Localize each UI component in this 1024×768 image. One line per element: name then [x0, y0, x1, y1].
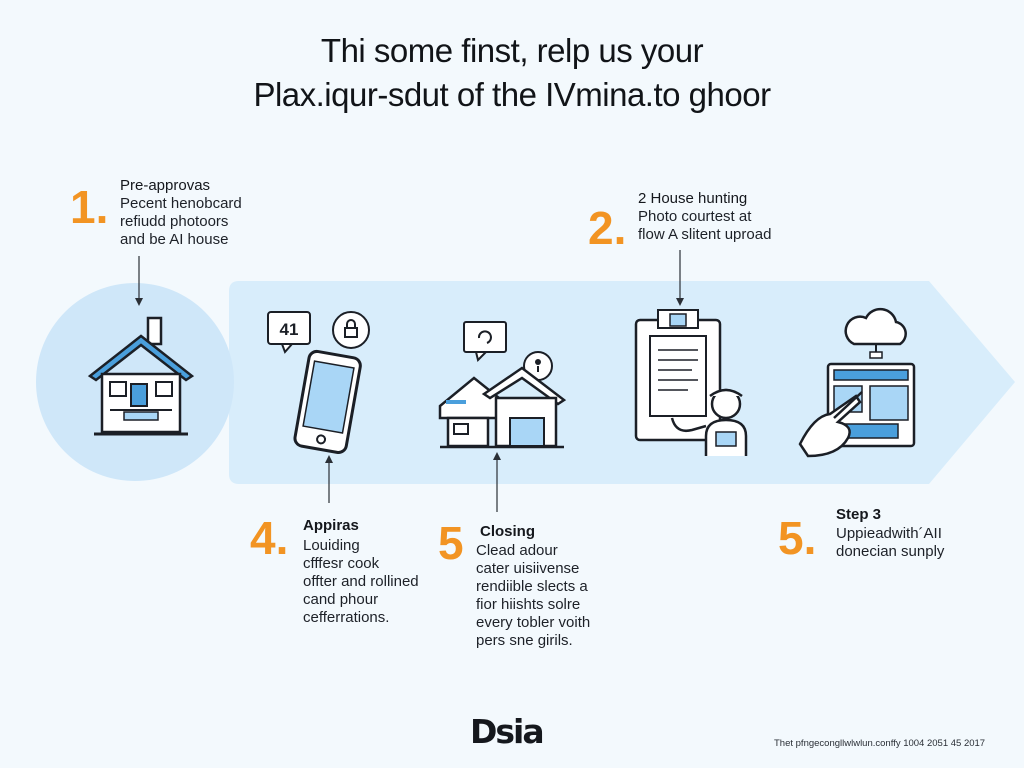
house-icon	[87, 316, 195, 436]
step-5-closing-line: fior hiishts solre	[476, 596, 581, 613]
step-4-line: Louiding	[303, 537, 360, 554]
step-5-closing-line: rendiible slects a	[476, 578, 588, 595]
step-5-closing-title: Closing	[480, 523, 535, 540]
step-1-line: refiudd photoors	[120, 213, 229, 230]
step-5-closing-line: Clead adour	[476, 542, 558, 559]
step-4-line: cand phour	[303, 591, 379, 608]
page-title-line-2: Plax.iqur-sdut of the IVmina.to ghoor	[253, 76, 771, 113]
step-4-line: offter and rollined	[303, 573, 419, 590]
step-1-number: 1.	[70, 181, 109, 233]
step-1-description: Pecent henobcard refiudd photoors and be…	[120, 195, 242, 249]
step-4-title: Appiras	[303, 517, 359, 534]
two-houses-icon	[438, 321, 567, 449]
step-3-line: donecian sunply	[836, 543, 945, 560]
cloud-upload-tablet-icon	[798, 307, 916, 458]
step-4-description: Louiding cfffesr cook offter and rolline…	[303, 537, 419, 627]
document-inspector-icon	[634, 309, 748, 456]
step-5-closing-line: every tobler voith	[476, 614, 591, 631]
step-2-description: Photo courtest at flow A slitent uproad	[638, 208, 771, 244]
phone-badge-text: 41	[280, 320, 299, 339]
step-2-line: flow A slitent uproad	[638, 226, 772, 243]
step-3-number: 5.	[778, 512, 817, 564]
step-4-line: cefferrations.	[303, 609, 390, 626]
step-3-description: Uppieadwith´AII donecian sunply	[836, 525, 944, 561]
page-title-line-1: Thi some finst, relp us your	[320, 32, 704, 69]
step-1-title: Pre-approvas	[120, 177, 211, 194]
step-3-title: Step 3	[836, 506, 882, 523]
step-5-closing-number: 5	[438, 517, 464, 569]
step-2-title: 2 House hunting	[638, 190, 748, 207]
step-2-number: 2.	[588, 202, 627, 254]
step-5-closing-line: pers sne girils.	[476, 632, 573, 649]
step-5-closing-description: Clead adour cater uisiivense rendiible s…	[476, 542, 590, 650]
brand-logo: Dsia	[470, 712, 545, 751]
footer-text: Thet pfngecongllwlwlun.conffy 1004 2051 …	[774, 738, 986, 749]
step-4-line: cfffesr cook	[303, 555, 380, 572]
smartphone-icon: 41	[267, 311, 370, 454]
step-1-line: and be AI house	[120, 231, 229, 248]
step-4-number: 4.	[250, 512, 289, 564]
step-3-line: Uppieadwith´AII	[836, 525, 942, 542]
step-5-closing-line: cater uisiivense	[476, 560, 580, 577]
step-1-line: Pecent henobcard	[120, 195, 242, 212]
step-2-line: Photo courtest at	[638, 208, 752, 225]
